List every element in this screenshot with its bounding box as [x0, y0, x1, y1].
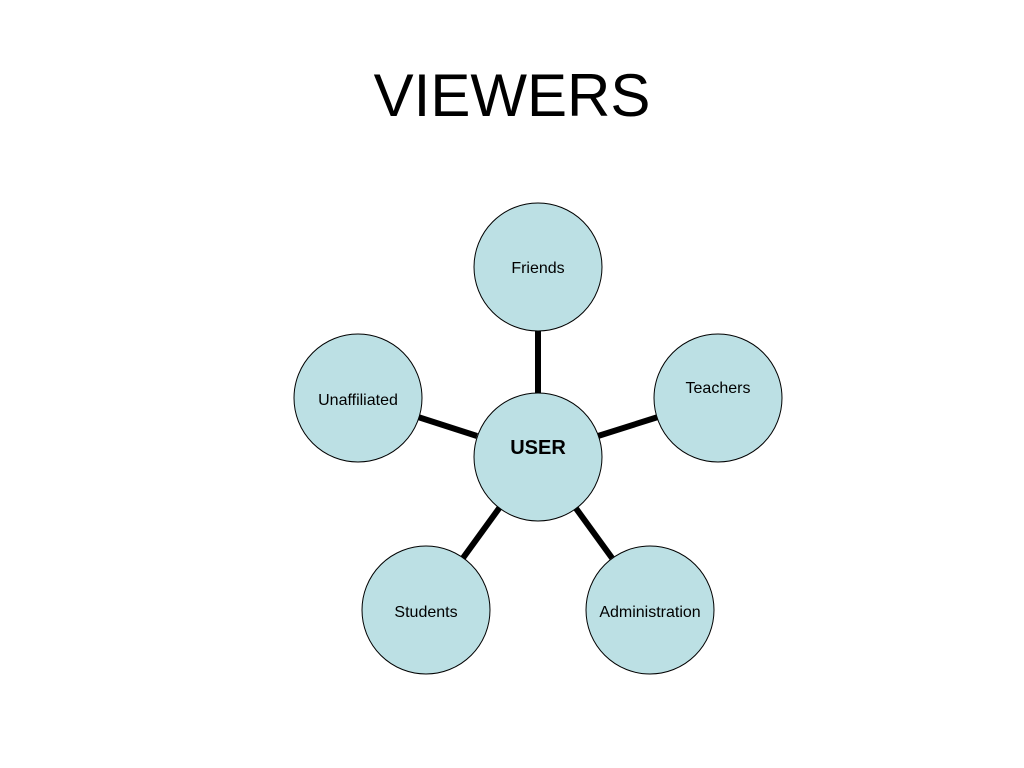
- connector-teachers: [597, 414, 659, 439]
- node-user-circle: [473, 392, 603, 522]
- connector-unaffiliated: [417, 414, 478, 439]
- node-unaffiliated: Unaffiliated: [293, 333, 423, 463]
- node-friends-circle: [473, 202, 603, 332]
- node-administration-label: Administration: [599, 604, 700, 621]
- node-students-label: Students: [394, 604, 457, 621]
- node-administration-circle: [585, 545, 715, 675]
- slide-title: VIEWERS: [373, 62, 651, 129]
- node-students-circle: [361, 545, 491, 675]
- connector-students: [460, 505, 503, 560]
- node-unaffiliated-label: Unaffiliated: [318, 392, 398, 409]
- node-unaffiliated-circle: [293, 333, 423, 463]
- node-students: Students: [361, 545, 491, 675]
- node-user-center: USER: [473, 392, 603, 522]
- node-friends: Friends: [473, 202, 603, 332]
- node-teachers: Teachers: [653, 333, 783, 463]
- node-administration: Administration: [585, 545, 715, 675]
- node-teachers-circle: [653, 333, 783, 463]
- connector-administration: [572, 505, 615, 560]
- node-user-label: USER: [510, 437, 566, 459]
- node-friends-label: Friends: [511, 260, 564, 277]
- node-teachers-label: Teachers: [686, 380, 751, 397]
